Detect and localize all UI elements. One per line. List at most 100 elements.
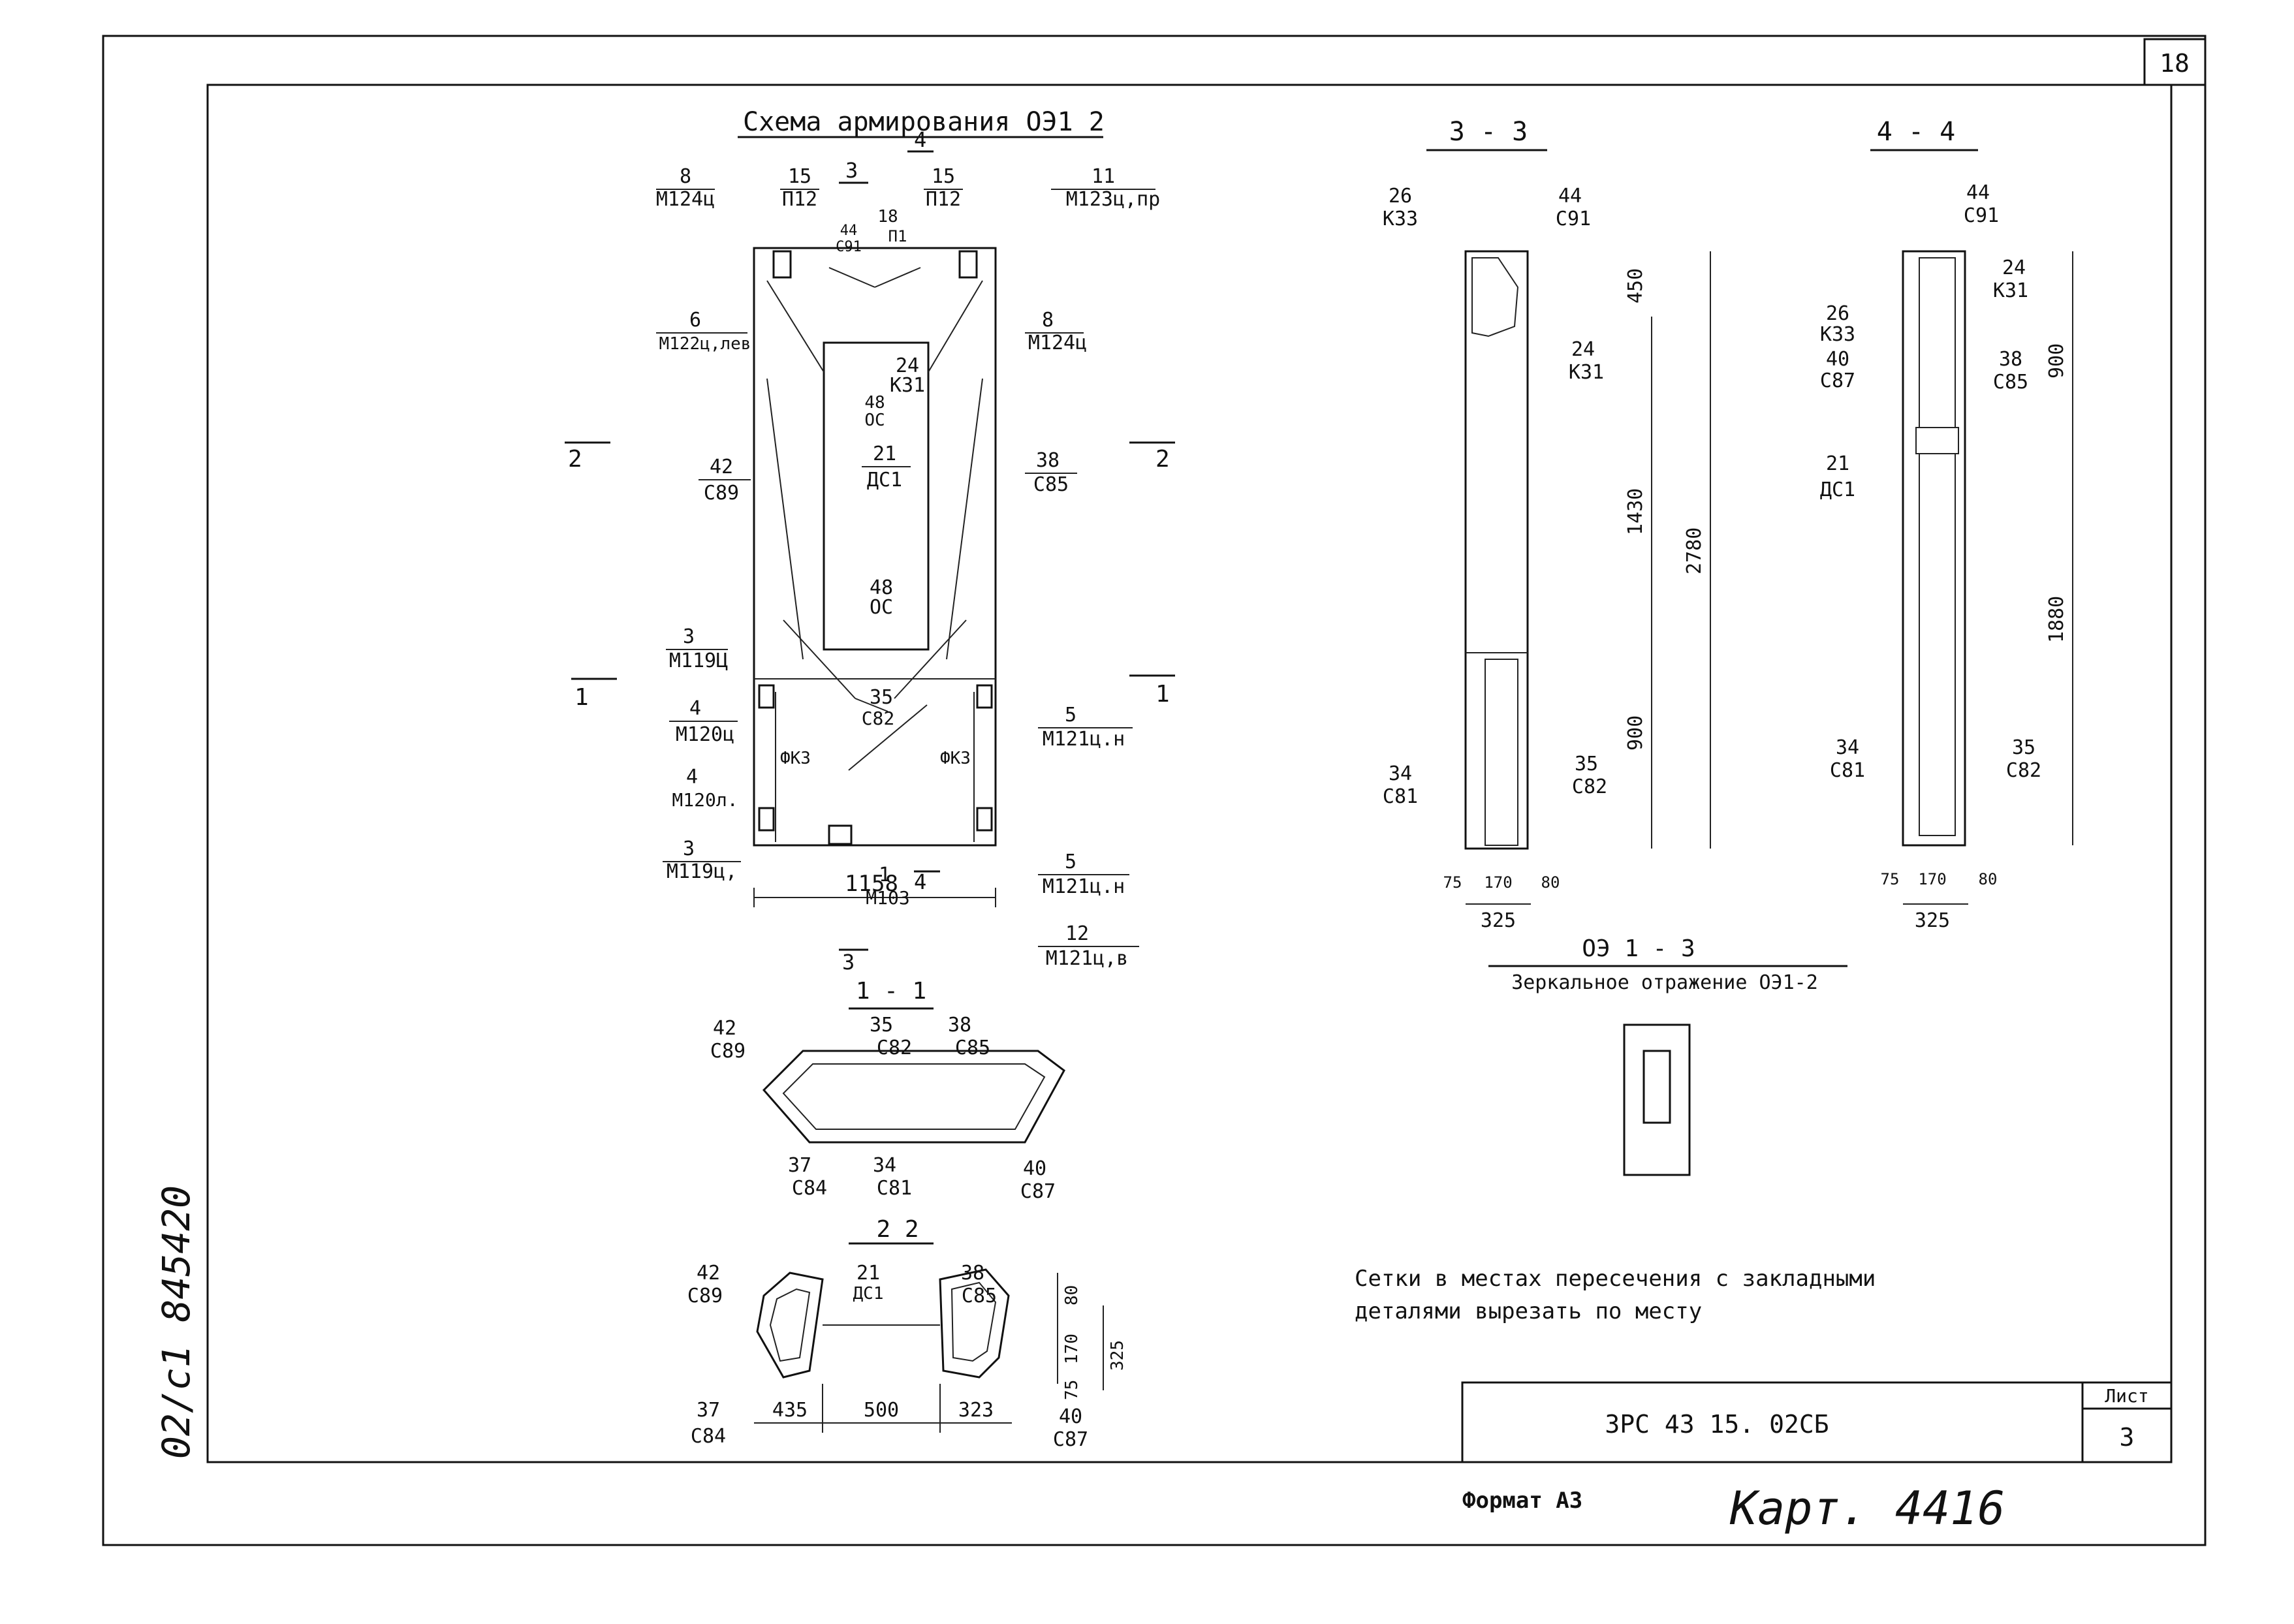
leader-num: 26 [1826,302,1849,325]
leader-code: С85 [955,1037,990,1059]
dim: 1430 [1624,488,1647,535]
leader-code: С84 [792,1177,827,1200]
dim: 323 [958,1399,994,1422]
leader-code: М121ц.н [1043,875,1125,898]
leader-num: 5 [1065,704,1076,726]
leader-code: С87 [1020,1180,1056,1203]
dim: 75 [1443,873,1462,892]
dim: 80 [1979,870,1998,888]
leader-num: 5 [1065,851,1076,873]
leader-num: 24 [1571,338,1595,361]
leader-num: 8 [1042,309,1054,332]
leader-code: ДС1 [867,469,902,492]
leader-num: 35 [1575,753,1598,775]
leader-num: 42 [697,1262,720,1285]
leader-code: С89 [687,1285,723,1307]
panel-outline [753,247,997,847]
leader-code: С87 [1820,369,1855,392]
leader-num: 44 [1966,181,1990,204]
leader-code: С85 [1993,371,2028,394]
title-block-code: ЗРС 43 15. 02СБ [1605,1410,1829,1439]
dim: 170 [1062,1334,1082,1364]
title-block: ЗРС 43 15. 02СБ Лист 3 [1461,1381,2173,1463]
leader-num: 35 [2012,736,2035,759]
format-label: Формат А3 [1462,1488,1582,1514]
dim: 75 [1062,1380,1082,1400]
leader-code: М120ц [676,723,734,746]
leader-num: 34 [1389,762,1412,785]
leader-num: 42 [710,456,733,478]
leader-num: 34 [1836,736,1859,759]
leader-code: М121ц.н [1043,728,1125,751]
leader-code: М124ц [656,188,715,211]
section-3-3: 3 - 3 26 К33 44 С91 24 К31 34 С81 35 С82… [1383,117,1711,932]
leader-code: М120л. [672,789,738,811]
leader-code: С89 [710,1040,746,1063]
leader-code: С82 [862,708,895,729]
leader-code: М103 [866,887,909,909]
leader-code: К31 [890,374,925,397]
oe13-icon-inner [1642,1050,1671,1124]
outer-frame [102,35,2207,1546]
dim: 2780 [1683,527,1706,574]
note-line-2: деталями вырезать по месту [1355,1298,1702,1324]
leader-code: К31 [1569,361,1604,384]
leader-num: 37 [697,1399,720,1422]
page-title: Схема армирования ОЭ1 2 [743,107,1105,137]
leader-num: 34 [873,1154,896,1177]
leader-code: С91 [1964,204,1999,227]
leader-num: 38 [961,1262,984,1285]
leader-code: М123ц,пр [1066,188,1161,211]
section-3-3-title: 3 - 3 [1449,117,1528,147]
leader-code: ДС1 [853,1284,884,1304]
section-4-4: 4 - 4 44 С91 24 К31 26 К33 40 С87 38 С85… [1820,117,2073,932]
dim: 170 [1484,873,1512,892]
dim: 80 [1062,1285,1082,1305]
main-view: Схема армирования ОЭ1 2 1158 4 [565,107,1175,975]
dim: 170 [1918,870,1946,888]
leader-num: 15 [932,165,955,188]
leader-code: С87 [1053,1428,1088,1451]
oe13-block: ОЭ 1 - 3 Зеркальное отражение ОЭ1-2 [1488,935,1847,1176]
cut-2-right: 2 [1155,446,1170,473]
leader-num: 48 [864,393,885,413]
dim: 325 [1915,909,1950,932]
leader-code: С85 [962,1285,997,1307]
leader-code: П12 [782,188,817,211]
leader-num: 35 [870,686,893,709]
section-4-4-body [1902,250,1966,847]
leader-code: С84 [691,1425,726,1448]
dim: 80 [1541,873,1560,892]
leader-code: С91 [836,239,862,255]
leader-num: 11 [1092,165,1115,188]
section-2-2-left [756,1272,824,1379]
leader-num: 35 [870,1014,893,1037]
dim: 1880 [2045,596,2068,643]
oe13-title: ОЭ 1 - 3 [1582,935,1695,962]
leader-code: К33 [1820,323,1855,346]
section-3-3-body [1464,250,1529,850]
leader-code: С85 [1033,473,1069,496]
leader-num: 1 [879,864,890,886]
list-number: 3 [2120,1423,2135,1452]
leader-code: С82 [1572,775,1607,798]
leader-code: С81 [877,1177,912,1200]
leader-num: 18 [877,207,898,226]
oe13-subtitle: Зеркальное отражение ОЭ1-2 [1511,971,1818,994]
section-1-1-outline [762,1050,1065,1144]
main-width-dim: 1158 [845,871,898,897]
leader-num: 38 [948,1014,971,1037]
leader-num: 3 [683,625,695,648]
dim: 450 [1624,268,1647,304]
section-1-1: 1 - 1 42 С89 35 С82 38 С85 37 С84 34 С81… [710,978,1065,1203]
dim: 325 [1481,909,1516,932]
cut-4-bottom: 4 [914,869,926,894]
leader-code: С82 [2006,759,2041,782]
leader-code: П1 [888,227,907,245]
dim: 75 [1881,870,1900,888]
leader-code: К31 [1993,279,2028,302]
leader-num: 38 [1036,449,1060,472]
leader-num: 37 [788,1154,811,1177]
dim: 435 [772,1399,808,1422]
